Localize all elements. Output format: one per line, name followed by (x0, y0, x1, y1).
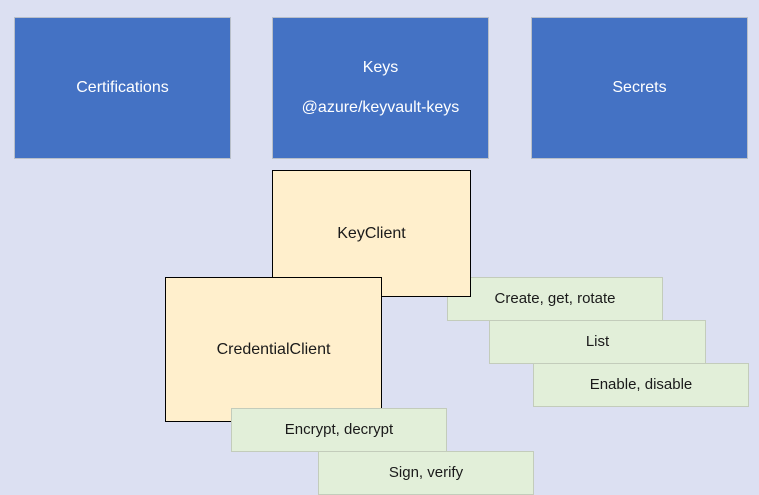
client-label-credential-client: CredentialClient (216, 340, 331, 358)
operation-label-list: List (585, 332, 610, 350)
operation-box-sign-verify[interactable]: Sign, verify (318, 451, 534, 495)
package-title-secrets: Secrets (612, 79, 667, 97)
client-box-key-client[interactable]: KeyClient (272, 170, 471, 297)
package-subtitle-keys: @azure/keyvault-keys (301, 99, 460, 116)
package-title-certifications: Certifications (76, 79, 169, 97)
operation-box-list[interactable]: List (489, 320, 706, 364)
operation-box-encrypt-decrypt[interactable]: Encrypt, decrypt (231, 408, 447, 452)
package-box-secrets[interactable]: Secrets (531, 17, 748, 159)
operation-label-encrypt-decrypt: Encrypt, decrypt (284, 420, 394, 438)
package-title-keys: Keys (362, 59, 399, 77)
package-box-certifications[interactable]: Certifications (14, 17, 231, 159)
operation-box-enable-disable[interactable]: Enable, disable (533, 363, 749, 407)
client-label-key-client: KeyClient (337, 224, 406, 242)
operation-label-enable-disable: Enable, disable (589, 375, 693, 393)
client-box-credential-client[interactable]: CredentialClient (165, 277, 382, 422)
operation-label-create-get-rotate: Create, get, rotate (494, 289, 616, 307)
package-box-keys[interactable]: Keys @azure/keyvault-keys (272, 17, 489, 159)
operation-box-create-get-rotate[interactable]: Create, get, rotate (447, 277, 663, 321)
operation-label-sign-verify: Sign, verify (388, 463, 464, 481)
